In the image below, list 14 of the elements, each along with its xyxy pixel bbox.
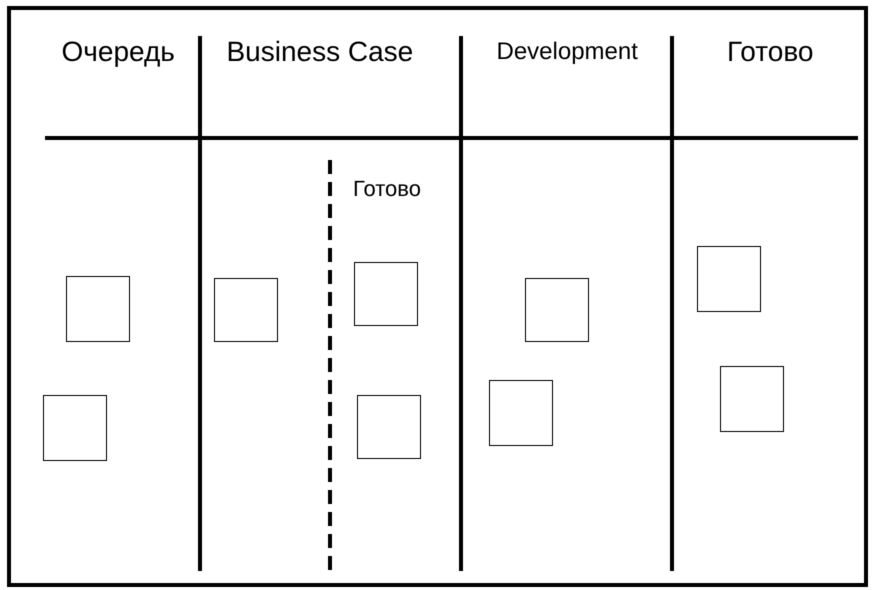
task-card: [720, 366, 784, 432]
sub-column-header: Готово: [353, 178, 421, 200]
column-header: Очередь: [62, 38, 175, 66]
column-header: Development: [496, 40, 638, 64]
task-card: [43, 395, 107, 461]
task-card: [214, 278, 278, 342]
task-card: [354, 262, 418, 326]
column-header: Готово: [727, 38, 814, 66]
column-header: Business Case: [226, 38, 414, 66]
task-card: [66, 276, 130, 342]
task-card: [357, 395, 421, 459]
task-card: [489, 380, 553, 446]
task-card: [525, 278, 589, 342]
task-card: [697, 246, 761, 312]
